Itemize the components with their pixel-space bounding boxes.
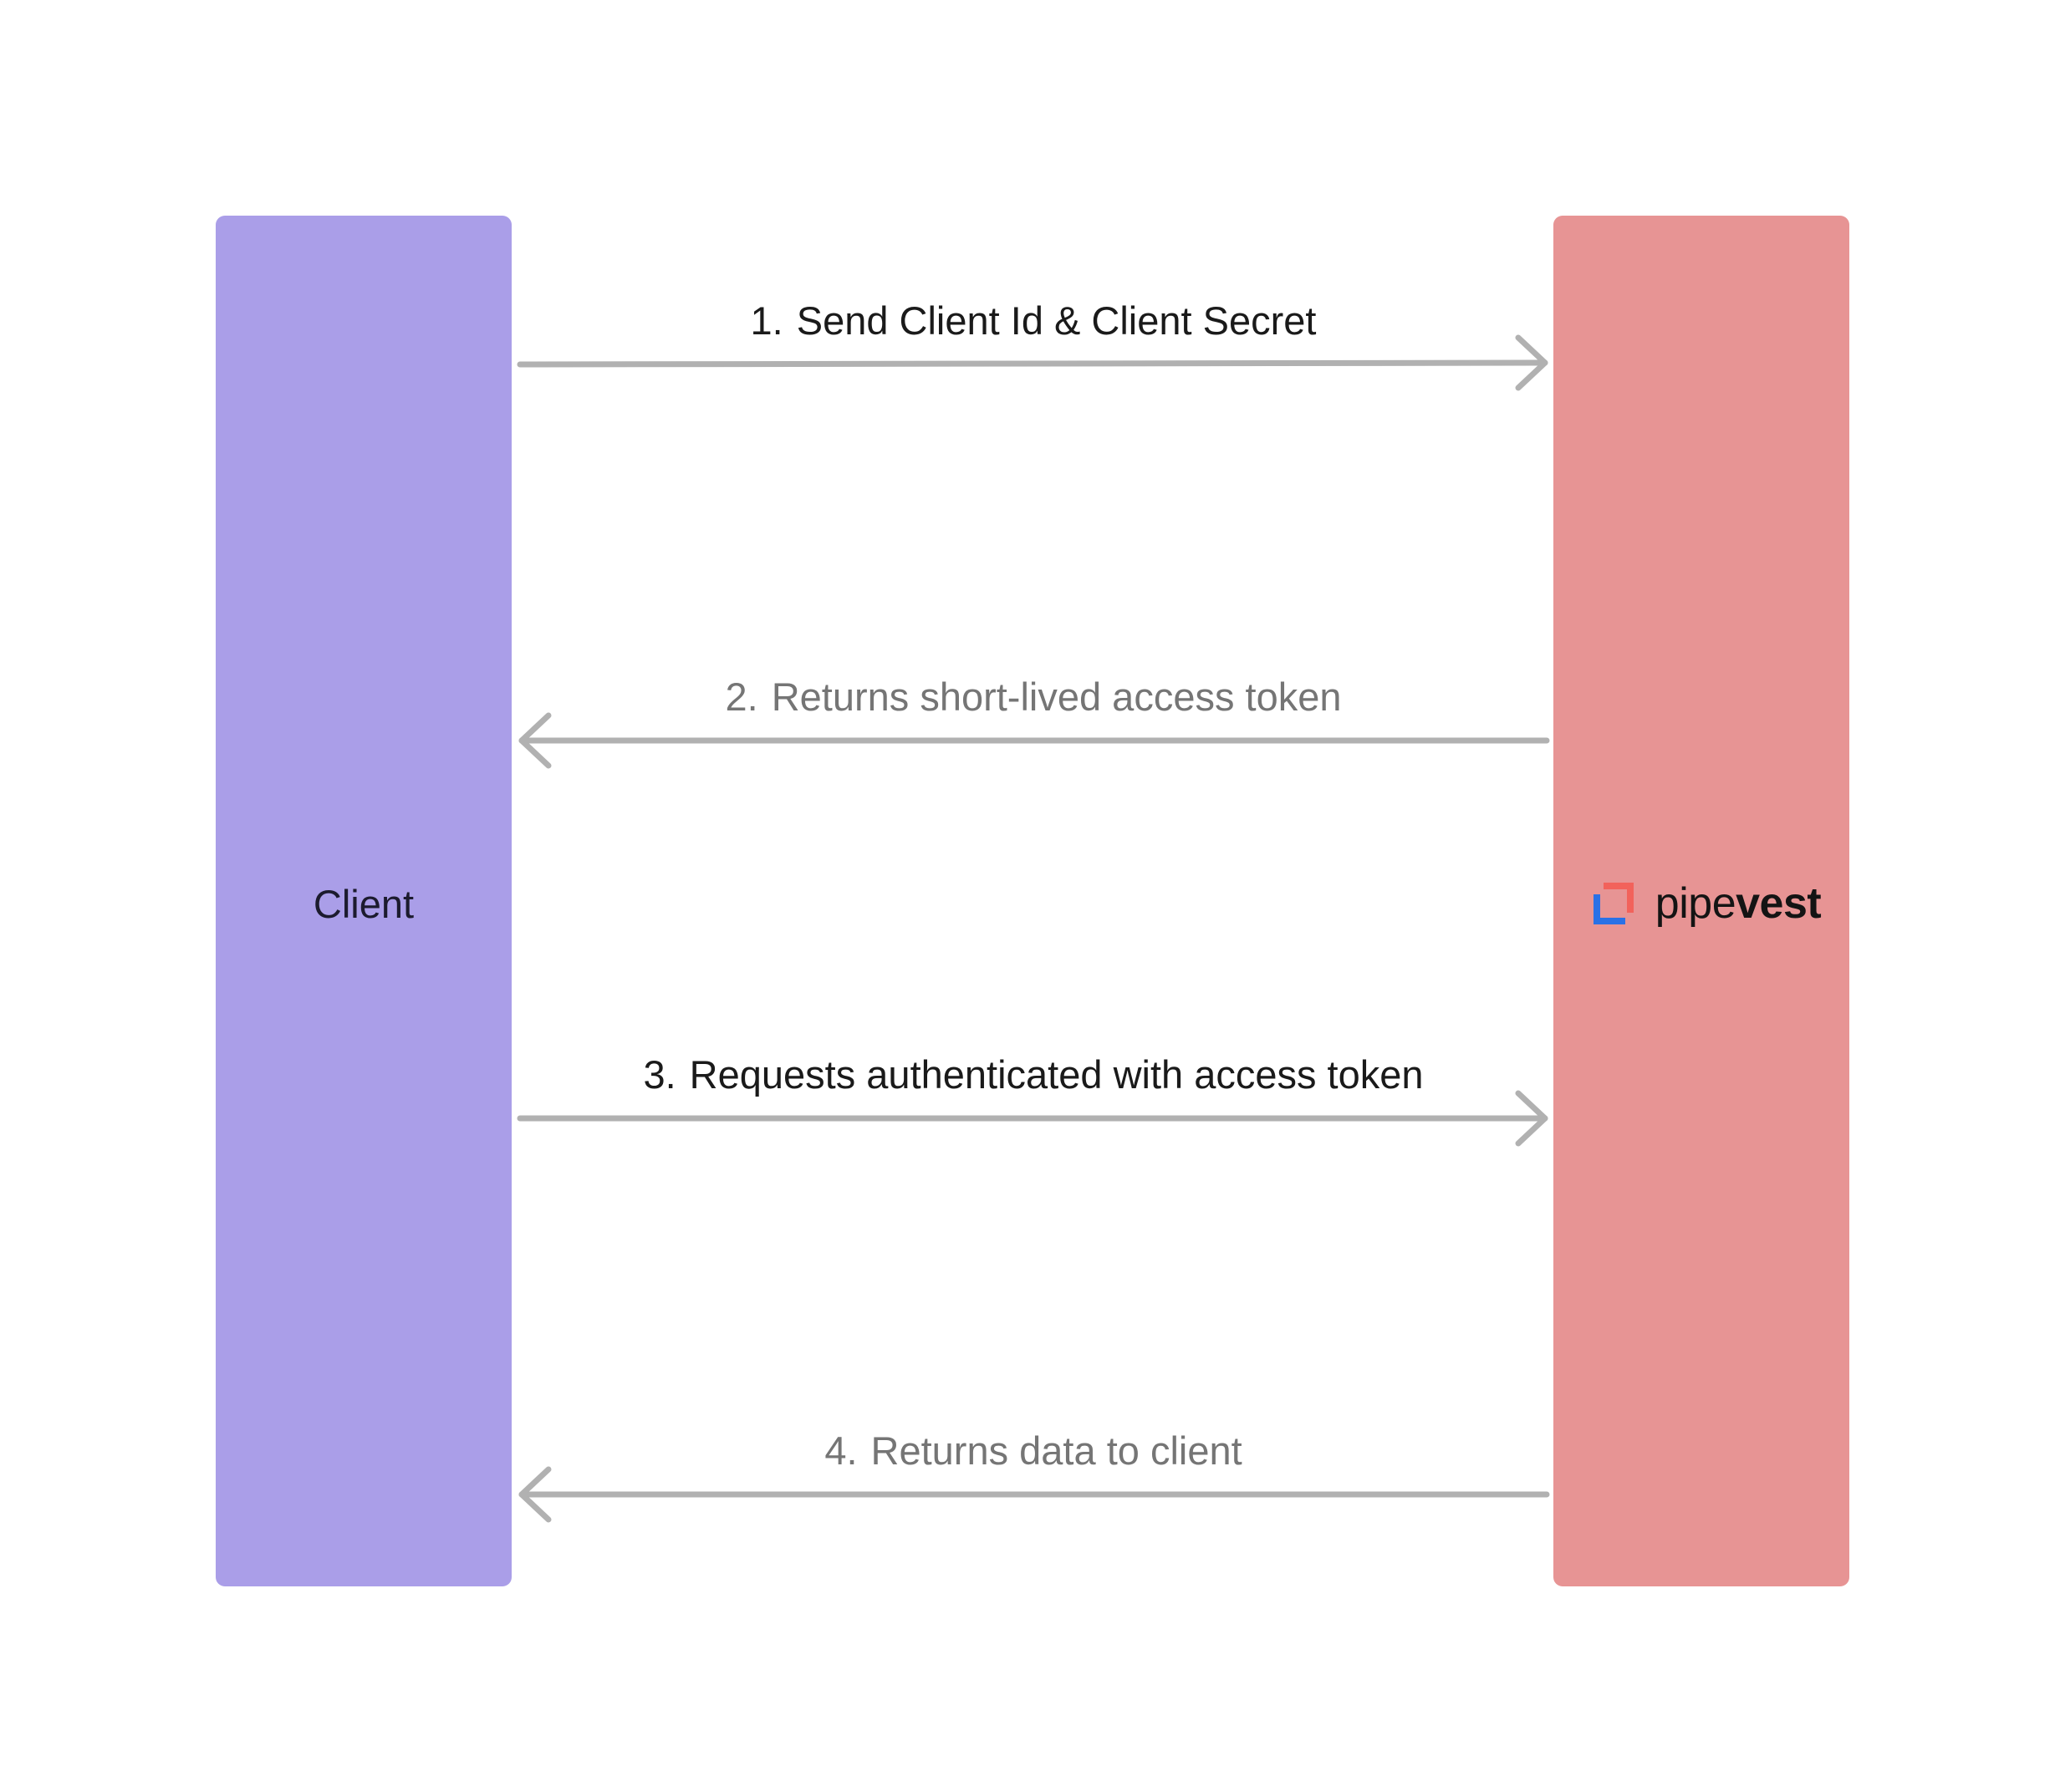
message-2-arrow [518, 712, 1550, 769]
message-1-arrow [517, 334, 1548, 391]
arrowhead-right [1515, 1090, 1548, 1147]
arrow-shaft [517, 359, 1548, 368]
pipevest-logo: pipevest [1590, 879, 1822, 928]
message-2-label: 2. Returns short-lived access token [518, 672, 1548, 722]
message-1: 1. Send Client Id & Client Secret [517, 296, 1548, 391]
arrowhead-right [1515, 334, 1548, 391]
logo-blue-bracket [1593, 894, 1625, 924]
message-1-text: Send Client Id & Client Secret [796, 298, 1317, 343]
message-4-label: 4. Returns data to client [518, 1426, 1548, 1476]
message-1-number: 1. [750, 298, 783, 343]
message-3-arrow [517, 1090, 1548, 1147]
message-2-number: 2. [725, 675, 758, 719]
arrowhead-left [518, 1466, 552, 1523]
message-3-number: 3. [643, 1052, 676, 1097]
message-1-label: 1. Send Client Id & Client Secret [518, 296, 1548, 346]
message-4-number: 4. [824, 1428, 858, 1473]
message-2-text: Returns short-lived access token [771, 675, 1342, 719]
client-label: Client [313, 881, 415, 926]
arrowhead-left [518, 712, 552, 769]
message-2: 2. Returns short-lived access token [518, 672, 1550, 769]
pipevest-lane: pipevest [1553, 216, 1849, 1586]
pipevest-wordmark: pipevest [1655, 879, 1822, 928]
logo-red-bracket [1603, 883, 1634, 913]
message-4: 4. Returns data to client [518, 1426, 1550, 1523]
client-lane: Client [216, 216, 512, 1586]
message-4-arrow [518, 1466, 1550, 1523]
pipevest-logo-icon [1593, 883, 1634, 924]
message-3: 3. Requests authenticated with access tok… [517, 1050, 1548, 1147]
wordmark-light: pipe [1655, 879, 1736, 928]
message-4-text: Returns data to client [870, 1428, 1242, 1473]
message-3-text: Requests authenticated with access token [689, 1052, 1424, 1097]
wordmark-bold: vest [1736, 879, 1822, 928]
message-3-label: 3. Requests authenticated with access tok… [518, 1050, 1548, 1100]
